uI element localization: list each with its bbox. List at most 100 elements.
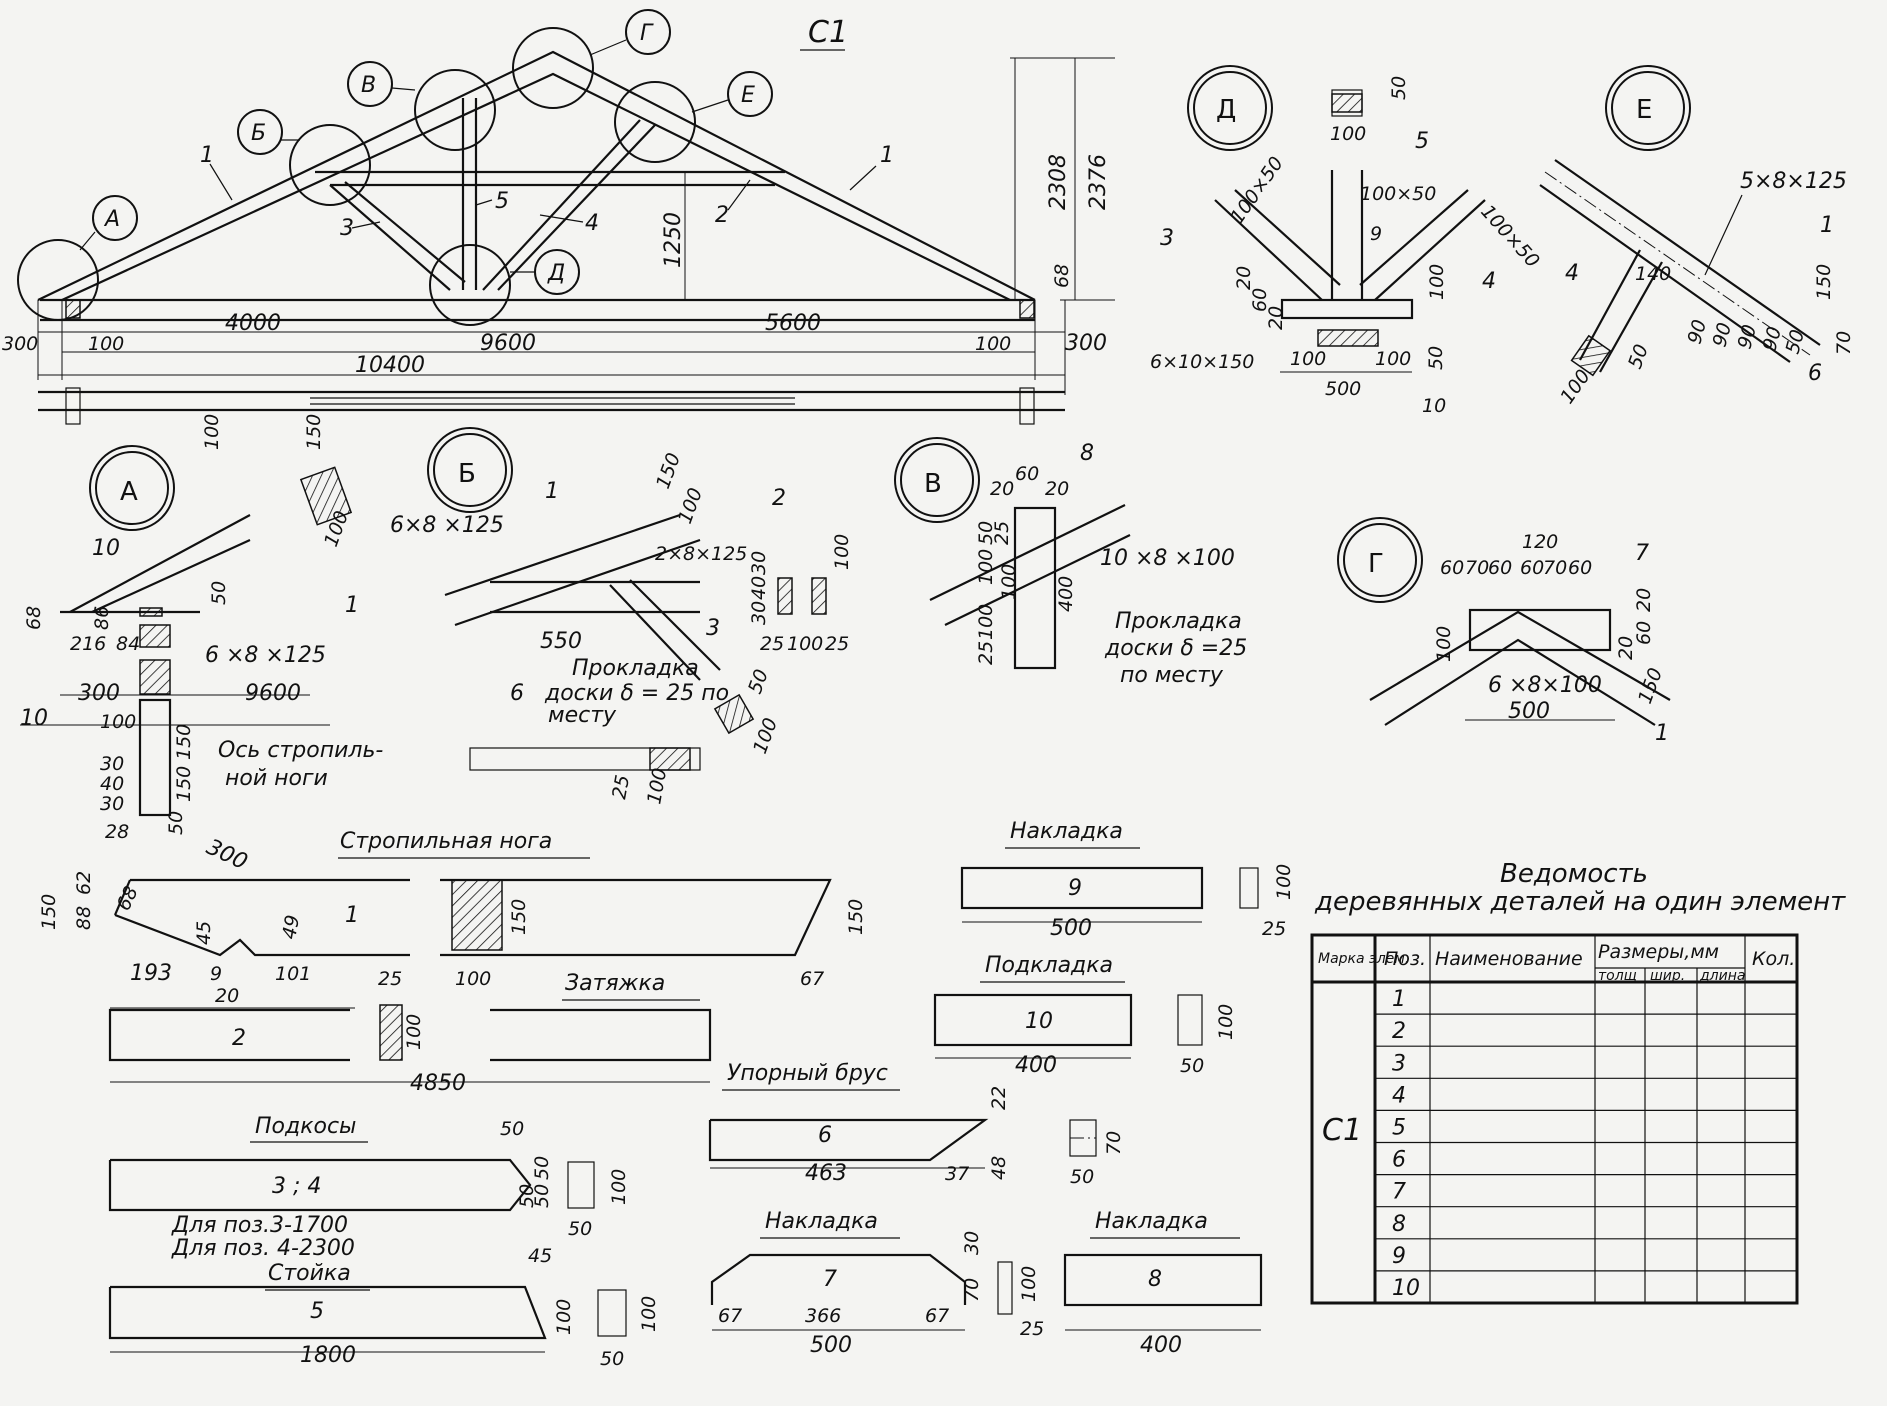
plate9-dim-0: 500 (1050, 916, 1092, 941)
detail-G-label-8: 100 (1433, 626, 1455, 662)
plate7-dim-3: 67 (925, 1305, 949, 1327)
callout-A: А (103, 207, 120, 232)
schedule-mark: С1 (1322, 1113, 1362, 1148)
detail-E: Е 5×8×125 1 4 140 150 70 90 90 90 90 50 … (1539, 65, 1855, 408)
detail-A-label-6: 6 ×8 ×125 (205, 643, 326, 668)
detail-V-label-10: 100 (975, 604, 997, 640)
braces-dim-4: 100 (608, 1169, 630, 1205)
post-pos: 5 (310, 1299, 324, 1324)
detail-A-label-0: 10 (92, 536, 120, 561)
rafter-dim-1: 300 (202, 835, 251, 875)
part-plate-7: Накладка 7 30 67 366 67 500 70 100 25 (710, 1209, 1044, 1358)
detail-A-label-8: 9600 (245, 681, 301, 706)
detail-D-label-5: 100×50 (1476, 201, 1543, 272)
rafter-dim-8: 193 (130, 961, 172, 986)
plate7-dim-5: 70 (961, 1278, 983, 1302)
pad10-title: Подкладка (985, 953, 1113, 978)
detail-B-label-17: 100 (749, 715, 782, 757)
detail-E-label-5: 70 (1833, 331, 1855, 355)
braces-title: Подкосы (255, 1114, 356, 1139)
detail-D-label-16: 500 (1325, 378, 1361, 400)
rafter-dim-3: 88 (73, 906, 95, 930)
detail-D-label-17: 100 (1426, 264, 1448, 300)
detail-D-label-15: 50 (1425, 346, 1447, 370)
schedule-row-pos: 1 (1392, 987, 1406, 1012)
detail-E-title: Е (1636, 95, 1652, 125)
schedule-header-thick: толщ (1598, 968, 1637, 984)
detail-V-label-7: 10 ×8 ×100 (1100, 546, 1235, 571)
detail-B-label-19: 100 (643, 766, 671, 806)
detail-A-label-18: 50 (165, 811, 187, 835)
rafter-dim-15: 67 (800, 968, 824, 990)
detail-B-label-9: 30 (748, 601, 770, 625)
part-braces: Подкосы 3 ; 4 50 50 50 50 100 50 Для поз… (108, 1114, 630, 1261)
schedule-header-length: длина (1699, 968, 1745, 984)
schedule-header-width: шир. (1650, 968, 1685, 984)
detail-A: А 10 68 86 216 84 50 6 ×8 ×125 300 9600 … (20, 445, 383, 835)
detail-B-label-1: 1 (545, 479, 559, 504)
rafter-dim-10: 20 (215, 985, 239, 1007)
detail-B-label-13: 25 (760, 633, 784, 655)
thrust-beam-dim-3: 48 (988, 1156, 1010, 1180)
detail-V-label-5: 50 (975, 521, 997, 545)
detail-B-label-16: 50 (744, 666, 773, 696)
detail-D-label-4: 100×50 (1360, 183, 1436, 205)
span-left: 4000 (225, 311, 281, 336)
end-lap: 150 (303, 414, 325, 450)
end-right-offset: 300 (1065, 331, 1107, 356)
plate9-title: Накладка (1010, 819, 1123, 844)
detail-B-label-10: 3 (706, 616, 720, 641)
plate7-dim-6: 100 (1018, 1266, 1040, 1302)
plate9-dim-2: 25 (1262, 918, 1286, 940)
detail-A-label-10: 100 (100, 711, 136, 733)
rafter-dim-13: 150 (508, 899, 530, 935)
plate7-dim-1: 67 (718, 1305, 742, 1327)
detail-A-label-11: 150 (173, 724, 195, 760)
detail-A-axis-note-2: ной ноги (225, 766, 328, 791)
schedule-row-pos: 10 (1392, 1276, 1420, 1301)
detail-V-note-2: доски δ =25 (1104, 636, 1247, 661)
detail-A-label-12: 150 (173, 766, 195, 802)
detail-B-note-2: доски δ = 25 по (544, 681, 729, 706)
detail-G-label-9: 20 (1633, 588, 1655, 612)
schedule-header-sizes: Размеры,мм (1598, 941, 1719, 963)
rafter-dim-7: 49 (278, 913, 304, 941)
detail-V-label-9: 25 (975, 641, 997, 665)
detail-G-label-5: 70 (1543, 557, 1567, 579)
detail-G-label-10: 60 (1633, 621, 1655, 645)
braces-dim-3: 50 (516, 1184, 538, 1208)
callout-E: Е (741, 83, 755, 108)
schedule-row-pos: 4 (1392, 1083, 1406, 1108)
schedule-title-2: деревянных деталей на один элемент (1314, 887, 1846, 917)
pad10-pos: 10 (1025, 1009, 1053, 1034)
detail-V: В 8 20 60 20 100 50 25 10 ×8 ×100 400 25… (894, 437, 1247, 688)
detail-G-label-1: 60 (1440, 557, 1464, 579)
thrust-beam-dim-4: 70 (1103, 1131, 1125, 1155)
plate7-dim-7: 25 (1020, 1318, 1044, 1340)
plate9-dim-1: 100 (1273, 864, 1295, 900)
detail-A-label-7: 300 (78, 681, 120, 706)
rafter-dim-0: 28 (105, 821, 129, 843)
schedule-header-qty: Кол. (1752, 948, 1795, 970)
schedule-row-pos: 9 (1392, 1244, 1406, 1269)
callout-B: Б (251, 121, 266, 146)
detail-B-label-12: 6 (510, 681, 524, 706)
truss-elevation: А Б В Г Е Д 1 1 2 3 4 5 4000 5600 (2, 9, 1115, 450)
callout-D: Д (547, 261, 565, 286)
schedule-row-pos: 2 (1392, 1019, 1406, 1044)
plate7-dim-4: 500 (810, 1333, 852, 1358)
detail-B: Б 6×8 ×125 1 150 100 2 2×8×125 100 30 40… (390, 427, 853, 806)
detail-A-label-5: 50 (208, 581, 230, 605)
rafter-dim-14: 150 (845, 899, 867, 935)
detail-D-label-14: 100 (1375, 348, 1411, 370)
detail-D-label-12: 6×10×150 (1150, 351, 1254, 373)
post-dim-3: 50 (600, 1348, 624, 1370)
detail-A-label-4: 84 (116, 633, 140, 655)
detail-G-label-0: 120 (1522, 531, 1558, 553)
detail-B-label-4: 2 (772, 486, 786, 511)
post-dim-2: 100 (638, 1296, 660, 1332)
detail-D-label-7: 9 (1370, 223, 1382, 245)
callout-G: Г (640, 21, 654, 46)
detail-E-label-7: 90 (1709, 320, 1737, 349)
detail-V-label-6: 25 (991, 521, 1013, 545)
